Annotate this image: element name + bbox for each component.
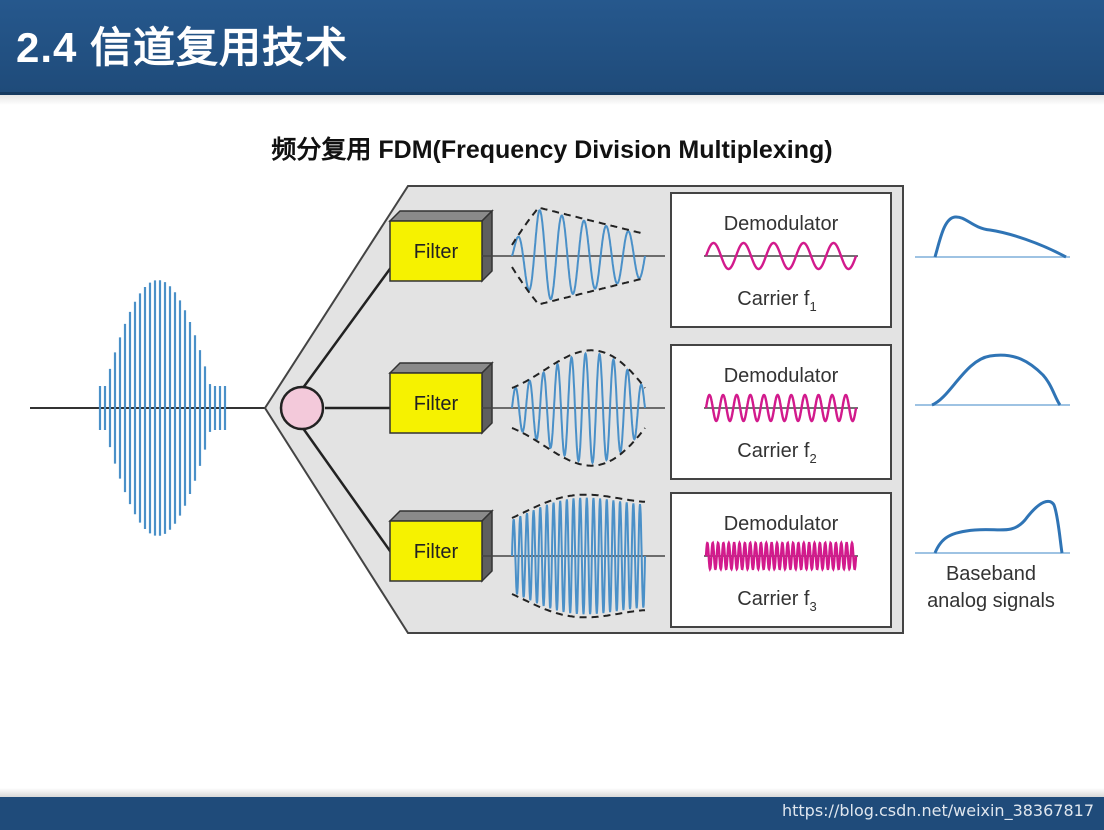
branch-line-3	[298, 423, 397, 559]
carrier-subscript: 2	[810, 451, 817, 466]
carrier-subscript: 3	[810, 599, 817, 614]
composite-signal	[98, 280, 227, 536]
footer-bar	[0, 797, 1104, 830]
baseband-signal-1	[933, 215, 1067, 259]
filtered-signal-wave	[511, 209, 646, 301]
carrier-wave	[704, 540, 858, 572]
filter-box-side	[481, 509, 493, 583]
filtered-signal-wave	[511, 351, 646, 465]
carrier-label: Carrier f2	[737, 440, 816, 466]
output-caption-line1: Baseband	[946, 563, 1036, 585]
filter-label: Filter	[414, 393, 459, 415]
filter-label: Filter	[414, 241, 459, 263]
filter-box	[389, 520, 483, 582]
output-caption-line2: analog signals	[927, 590, 1055, 612]
filter-box-top	[388, 210, 494, 222]
demodulator-label: Demodulator	[724, 513, 839, 535]
header-divider	[0, 95, 1104, 105]
envelope-upper	[511, 493, 646, 519]
carrier-label: Carrier f1	[737, 288, 816, 314]
carrier-subscript: 1	[810, 299, 817, 314]
baseband-signal-2	[931, 353, 1062, 407]
envelope-lower	[511, 266, 646, 306]
header-bar: 2.4 信道复用技术	[0, 0, 1104, 95]
baseband-signal-3	[933, 499, 1064, 554]
filter-box-side	[481, 209, 493, 283]
demodulator-label: Demodulator	[724, 213, 839, 235]
demodulator-label: Demodulator	[724, 365, 839, 387]
splitter-node	[279, 385, 325, 431]
filtered-signal-wave	[511, 497, 646, 615]
envelope-lower	[511, 427, 646, 467]
envelope-lower	[511, 593, 646, 619]
carrier-wave	[704, 241, 858, 271]
envelope-upper	[511, 206, 646, 246]
branch-line-1	[298, 261, 397, 393]
carrier-wave	[704, 393, 858, 423]
watermark: https://blog.csdn.net/weixin_38367817	[781, 801, 1094, 820]
filter-label: Filter	[414, 541, 459, 563]
filter-box-top	[388, 362, 494, 374]
envelope-upper	[511, 349, 646, 389]
footer-divider	[0, 788, 1104, 797]
carrier-label: Carrier f3	[737, 588, 816, 614]
filter-box-side	[481, 361, 493, 435]
filter-box-top	[388, 510, 494, 522]
filter-box	[389, 372, 483, 434]
slide-title: 2.4 信道复用技术	[16, 24, 349, 71]
diagram-title: 频分复用 FDM(Frequency Division Multiplexing…	[271, 136, 833, 164]
filter-box	[389, 220, 483, 282]
